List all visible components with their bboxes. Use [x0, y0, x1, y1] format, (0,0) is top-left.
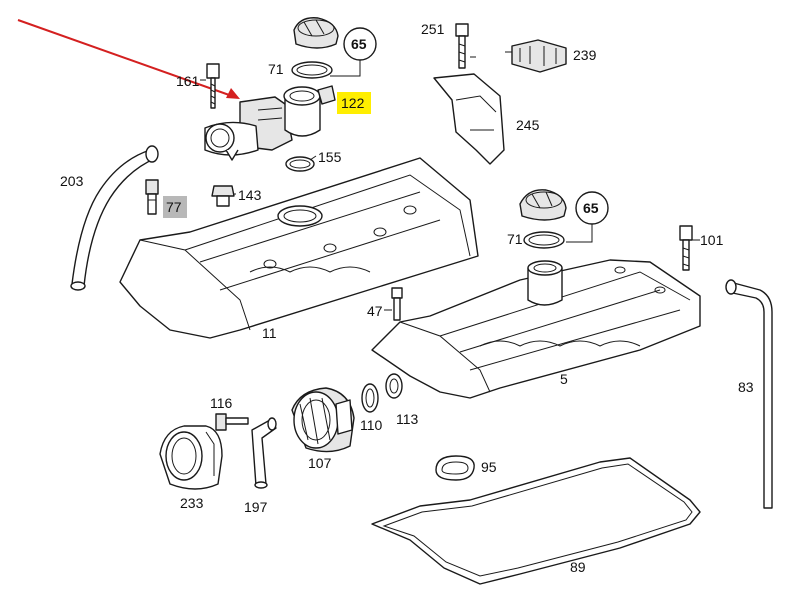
callout-circle-65b	[566, 191, 609, 243]
label-95: 95	[481, 459, 497, 475]
label-143: 143	[238, 187, 262, 203]
clip-239	[511, 39, 567, 73]
bolt-161	[206, 63, 220, 109]
hose-83	[725, 279, 773, 509]
label-155: 155	[318, 149, 342, 165]
label-116: 116	[210, 395, 233, 411]
leader-lines	[200, 51, 700, 311]
label-161: 161	[176, 73, 200, 89]
plug-143	[211, 185, 235, 207]
seal-ring-71b	[523, 231, 565, 249]
label-71b: 71	[507, 231, 523, 247]
label-11: 11	[262, 325, 277, 341]
label-77: 77	[166, 199, 182, 215]
label-107: 107	[308, 455, 332, 471]
oil-separator-122	[204, 85, 336, 161]
label-122: 122	[341, 95, 365, 111]
label-47: 47	[367, 303, 383, 319]
label-113: 113	[396, 411, 419, 427]
gasket-89	[371, 457, 701, 585]
label-65a: 65	[351, 36, 367, 52]
callout-circle-65a	[330, 27, 377, 77]
label-251: 251	[421, 21, 445, 37]
label-110: 110	[360, 417, 383, 433]
label-5: 5	[560, 371, 568, 387]
label-203: 203	[60, 173, 84, 189]
label-245: 245	[516, 117, 540, 133]
cover-233	[159, 425, 223, 490]
hose-197	[251, 417, 277, 489]
seal-ring-71a	[291, 61, 333, 79]
sensor-77	[145, 179, 159, 215]
hose-203	[70, 145, 159, 291]
o-ring-155	[285, 156, 315, 172]
cylinder-head-cover-11	[119, 157, 479, 339]
label-239: 239	[573, 47, 597, 63]
bolt-116	[215, 413, 249, 431]
label-83: 83	[738, 379, 754, 395]
o-ring-110	[361, 383, 379, 413]
cylinder-head-cover-5	[371, 259, 701, 399]
oil-filler-cap-65b	[519, 189, 567, 221]
seal-113	[385, 373, 403, 399]
bolt-251	[455, 23, 469, 69]
label-65b: 65	[583, 200, 599, 216]
pointer-arrow	[17, 19, 240, 99]
label-233: 233	[180, 495, 204, 511]
label-197: 197	[244, 499, 268, 515]
label-101: 101	[700, 232, 724, 248]
label-box-77	[163, 196, 187, 218]
highlight-box-122	[337, 92, 371, 114]
vacuum-pump-107	[291, 387, 355, 453]
label-71a: 71	[268, 61, 284, 77]
oil-filler-cap-65a	[293, 17, 339, 49]
bolt-47	[391, 287, 403, 321]
bracket-245	[433, 73, 505, 165]
bolt-101	[679, 225, 693, 271]
gasket-95	[435, 455, 475, 481]
label-89: 89	[570, 559, 586, 575]
